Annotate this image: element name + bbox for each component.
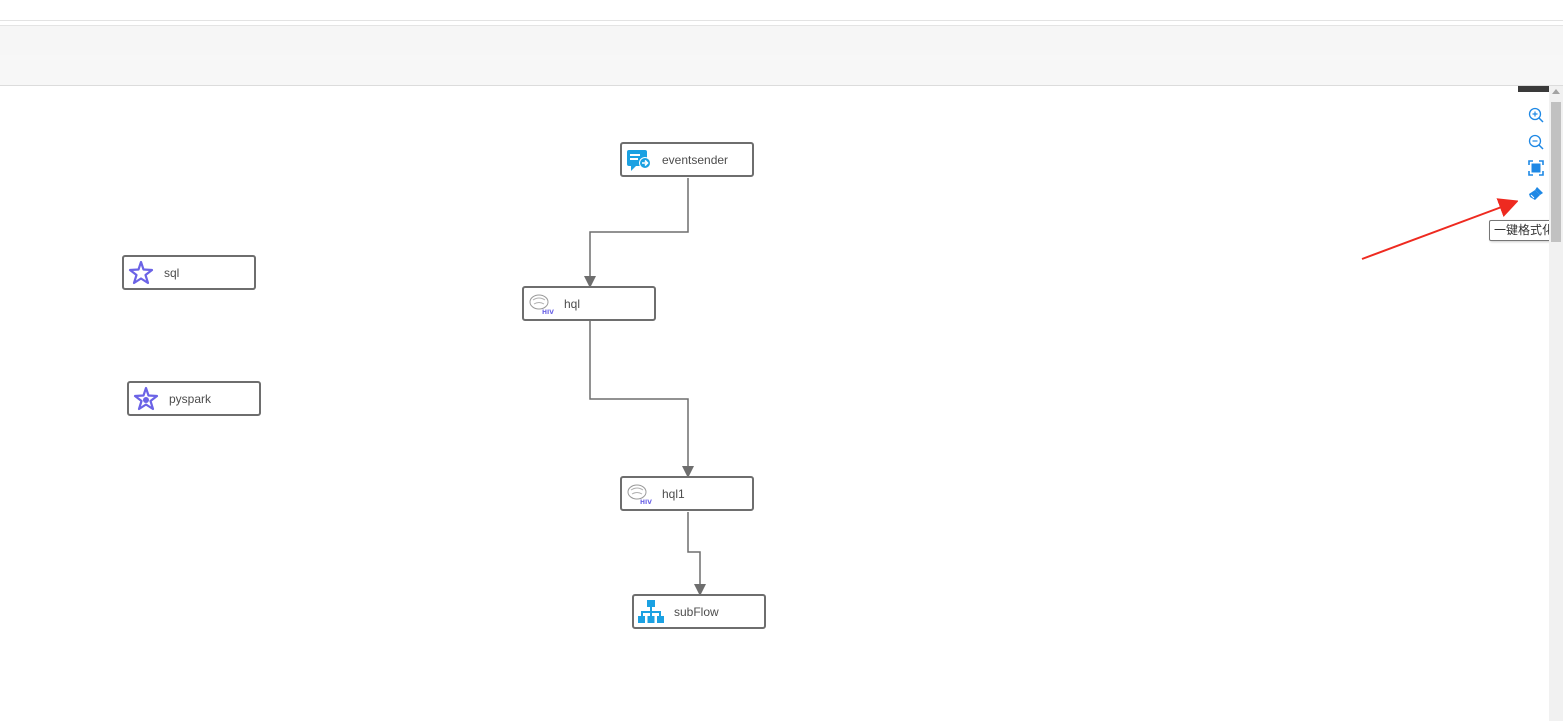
node-hql1[interactable]: HIVE hql1: [620, 476, 754, 511]
vertical-scrollbar[interactable]: [1549, 86, 1563, 721]
hive-icon: HIVE: [626, 481, 652, 507]
spark-star-icon: [133, 386, 159, 412]
zoom-toolbar-header: [1518, 86, 1550, 92]
fit-screen-icon: [1528, 159, 1544, 181]
format-brush-icon: [1528, 186, 1544, 207]
event-sender-icon: [626, 147, 652, 173]
node-label: subFlow: [674, 604, 719, 619]
scroll-thumb[interactable]: [1551, 102, 1561, 242]
svg-text:HIVE: HIVE: [640, 499, 652, 506]
subflow-tree-icon: [638, 599, 664, 625]
node-label: eventsender: [662, 152, 729, 167]
node-pyspark[interactable]: pyspark: [127, 381, 261, 416]
node-label: hql1: [662, 486, 685, 501]
spark-star-icon: [128, 260, 154, 286]
node-sql[interactable]: sql: [122, 255, 256, 290]
top-divider: [0, 20, 1563, 21]
node-label: pyspark: [169, 391, 212, 406]
tab-bar: [0, 55, 1563, 86]
hive-icon: HIVE: [528, 291, 554, 317]
node-subflow[interactable]: subFlow: [632, 594, 766, 629]
toolbar: [0, 25, 1563, 56]
scroll-up-arrow-icon[interactable]: [1552, 89, 1560, 94]
node-eventsender[interactable]: eventsender: [620, 142, 754, 177]
zoom-in-button[interactable]: [1527, 107, 1545, 128]
zoom-out-icon: [1528, 134, 1544, 155]
svg-text:HIVE: HIVE: [542, 309, 554, 316]
zoom-in-icon: [1528, 107, 1544, 128]
zoom-toolbar: [1518, 86, 1550, 216]
node-label: hql: [564, 296, 581, 311]
node-hql[interactable]: HIVE hql: [522, 286, 656, 321]
format-button[interactable]: [1527, 186, 1545, 207]
node-label: sql: [164, 265, 180, 280]
zoom-out-button[interactable]: [1527, 134, 1545, 155]
fit-screen-button[interactable]: [1527, 159, 1545, 181]
